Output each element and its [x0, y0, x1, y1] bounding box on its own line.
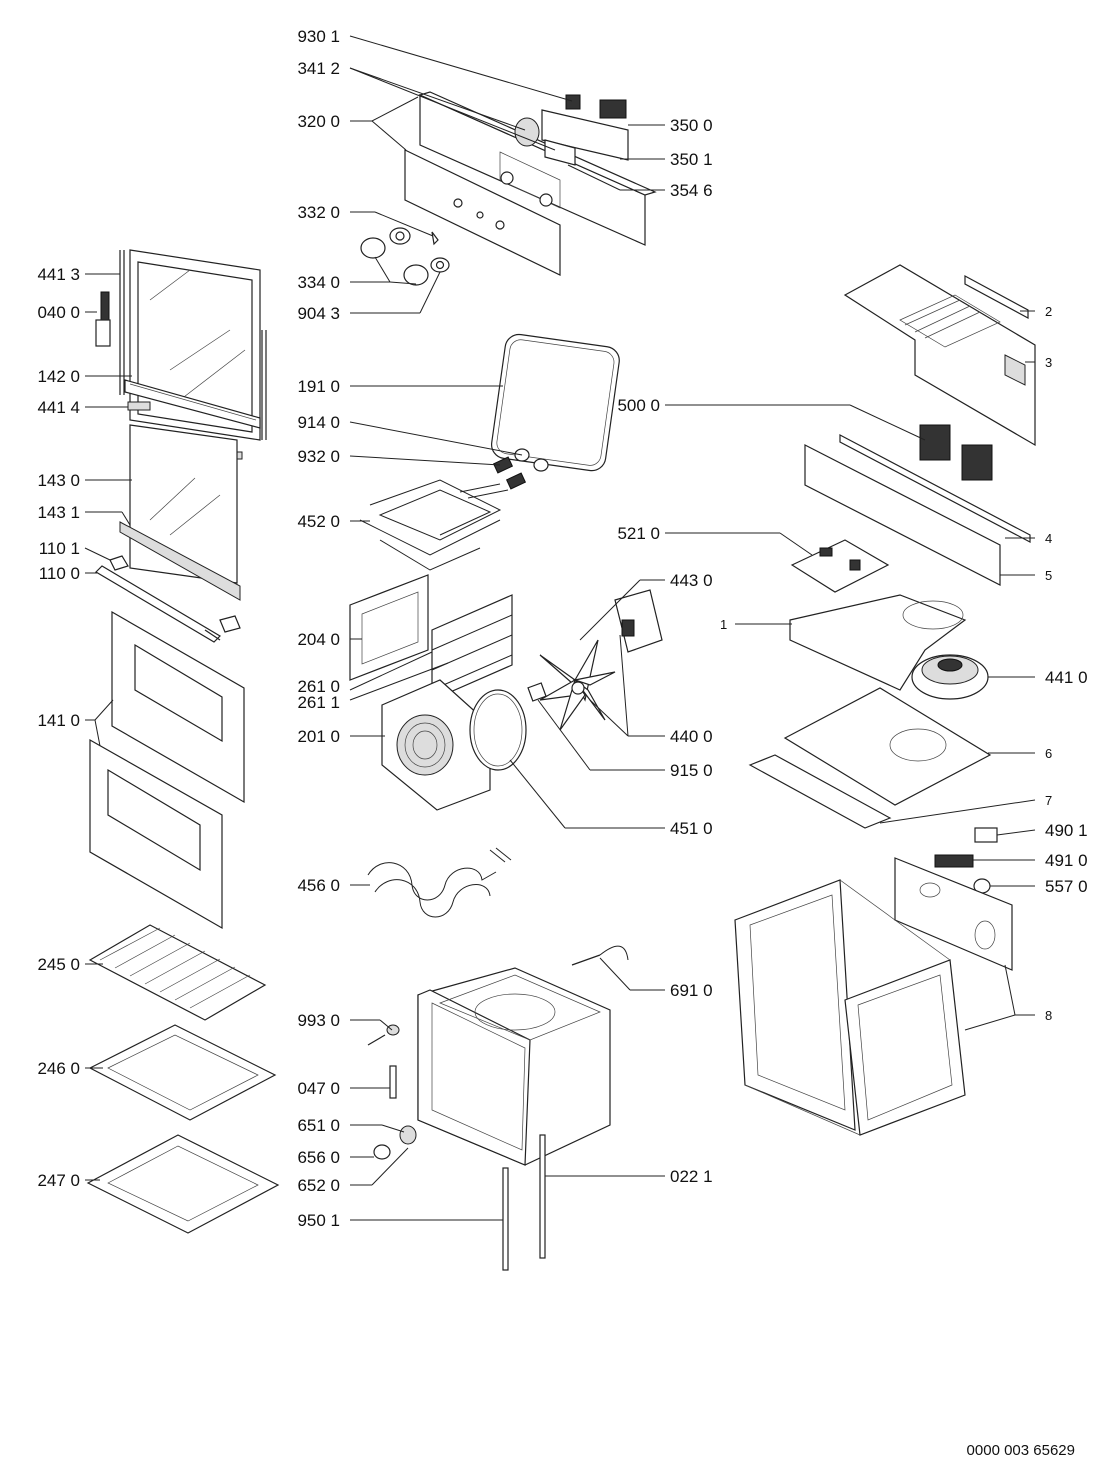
oven-housing — [734, 857, 1013, 1136]
callout-914-0: 914 0 — [297, 413, 340, 432]
callout-441-0: 441 0 — [1045, 668, 1088, 687]
door-hinge — [95, 291, 111, 347]
callout-141-0: 141 0 — [37, 711, 80, 730]
callout-8: 8 — [1045, 1008, 1052, 1023]
grid-rack — [88, 924, 267, 1021]
front-rail — [804, 434, 1031, 586]
callout-204-0: 204 0 — [297, 630, 340, 649]
inner-door-frame — [119, 249, 267, 441]
callout-350-0: 350 0 — [670, 116, 713, 135]
door-rod — [95, 565, 221, 643]
control-board — [790, 539, 890, 593]
callout-4: 4 — [1045, 531, 1052, 546]
callout-261-0: 261 0 — [297, 677, 340, 696]
callout-521-0: 521 0 — [617, 524, 660, 543]
callout-341-2: 341 2 — [297, 59, 340, 78]
callout-047-0: 047 0 — [297, 1079, 340, 1098]
callout-932-0: 932 0 — [297, 447, 340, 466]
relays — [919, 424, 993, 481]
callout-557-0: 557 0 — [1045, 877, 1088, 896]
fan-bush — [527, 682, 547, 702]
callout-441-3: 441 3 — [37, 265, 80, 284]
callout-110-1: 110 1 — [39, 539, 80, 558]
callout-500-0: 500 0 — [617, 396, 660, 415]
callout-201-0: 201 0 — [297, 727, 340, 746]
callout-452-0: 452 0 — [297, 512, 340, 531]
timer-components — [514, 94, 629, 166]
callout-456-0: 456 0 — [297, 876, 340, 895]
hinge-block — [109, 555, 129, 571]
callout-320-0: 320 0 — [297, 112, 340, 131]
callout-labels: 930 1 341 2 320 0 332 0 334 0 904 3 191 … — [37, 27, 1087, 1230]
callout-5: 5 — [1045, 568, 1052, 583]
side-strips — [502, 1134, 546, 1271]
callout-915-0: 915 0 — [670, 761, 713, 780]
callout-993-0: 993 0 — [297, 1011, 340, 1030]
callout-191-0: 191 0 — [297, 377, 340, 396]
fan-blade — [539, 639, 616, 731]
callout-022-1: 022 1 — [670, 1167, 713, 1186]
glass-rail — [119, 521, 241, 601]
base-plate — [783, 687, 992, 806]
callout-491-0: 491 0 — [1045, 851, 1088, 870]
callout-652-0: 652 0 — [297, 1176, 340, 1195]
grill-element — [359, 479, 509, 571]
document-number: 0000 003 65629 — [967, 1442, 1075, 1459]
callout-142-0: 142 0 — [37, 367, 80, 386]
callout-110-0: 110 0 — [39, 564, 80, 583]
callout-350-1: 350 1 — [670, 150, 713, 169]
callout-930-1: 930 1 — [297, 27, 340, 46]
side-runners — [431, 594, 513, 701]
callout-7: 7 — [1045, 793, 1052, 808]
callout-6: 6 — [1045, 746, 1052, 761]
callout-441-4: 441 4 — [37, 398, 80, 417]
top-cover — [843, 264, 1036, 447]
callout-691-0: 691 0 — [670, 981, 713, 1000]
callout-040-0: 040 0 — [37, 303, 80, 322]
fan-baffle — [789, 594, 967, 691]
terminal-parts — [934, 827, 998, 894]
meat-probe — [571, 945, 629, 966]
oven-cavity — [417, 967, 611, 1166]
callout-261-1: 261 1 — [297, 693, 340, 712]
callout-651-0: 651 0 — [297, 1116, 340, 1135]
front-strip — [748, 754, 892, 829]
callout-2: 2 — [1045, 304, 1052, 319]
leader-lines — [84, 35, 1036, 1221]
hinge-block-2 — [219, 615, 241, 633]
callout-950-1: 950 1 — [297, 1211, 340, 1230]
callout-332-0: 332 0 — [297, 203, 340, 222]
callout-3: 3 — [1045, 355, 1052, 370]
callout-354-6: 354 6 — [670, 181, 713, 200]
callout-904-3: 904 3 — [297, 304, 340, 323]
callout-440-0: 440 0 — [670, 727, 713, 746]
callout-451-0: 451 0 — [670, 819, 713, 838]
lower-element — [367, 847, 512, 918]
back-bracket — [349, 574, 429, 681]
callout-143-0: 143 0 — [37, 471, 80, 490]
callout-245-0: 245 0 — [37, 955, 80, 974]
callout-490-1: 490 1 — [1045, 821, 1088, 840]
callout-247-0: 247 0 — [37, 1171, 80, 1190]
ring-element — [469, 689, 527, 771]
callout-334-0: 334 0 — [297, 273, 340, 292]
outer-door-panels — [89, 610, 245, 930]
callout-443-0: 443 0 — [670, 571, 713, 590]
callout-143-1: 143 1 — [37, 503, 80, 522]
callout-1: 1 — [720, 617, 727, 632]
cooling-fan — [911, 654, 989, 700]
small-fixings — [367, 1024, 417, 1160]
control-knobs — [360, 227, 450, 286]
baking-tray — [88, 1024, 277, 1121]
callout-246-0: 246 0 — [37, 1059, 80, 1078]
callout-656-0: 656 0 — [297, 1148, 340, 1167]
fan-cover — [381, 679, 491, 811]
fan-motor — [614, 589, 663, 653]
deep-tray — [86, 1134, 280, 1234]
